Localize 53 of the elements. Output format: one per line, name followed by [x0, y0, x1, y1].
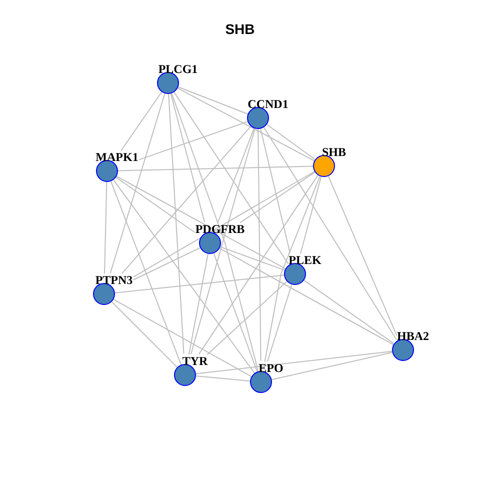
node-label: PDGFRB: [195, 223, 245, 235]
edge-line: [195, 350, 393, 374]
edge-line: [190, 128, 256, 354]
edge-line: [133, 171, 315, 278]
edge-line: [260, 128, 291, 254]
edge-line: [120, 92, 162, 152]
node-label: PTPN3: [95, 274, 133, 286]
node-label: SHB: [322, 146, 346, 158]
chart-title: SHB: [225, 21, 255, 37]
edge-line: [264, 176, 320, 362]
edge-line: [266, 124, 316, 160]
edge-line: [266, 284, 292, 362]
edge-line: [271, 352, 393, 380]
edge-line: [113, 179, 255, 374]
edge-line: [206, 280, 288, 356]
edge-line: [118, 166, 314, 172]
edge-line: [198, 174, 318, 355]
edge-line: [171, 92, 259, 372]
edge-line: [178, 86, 248, 114]
node-label: TYR: [182, 355, 208, 367]
edge-line: [113, 298, 252, 378]
edge-line: [132, 247, 201, 280]
edge-line: [110, 93, 166, 274]
edge-line: [122, 126, 252, 274]
edge-line: [168, 94, 184, 354]
edge-line: [328, 176, 398, 336]
edge-line: [217, 128, 255, 223]
edge-line: [110, 180, 182, 366]
edge-line: [213, 252, 258, 372]
edge-line: [111, 301, 178, 368]
edge-line: [116, 176, 196, 233]
edge-line: [138, 121, 248, 160]
node-label: CCND1: [248, 98, 288, 110]
edge-line: [174, 92, 289, 264]
edge-line: [219, 248, 394, 346]
node-label: PLCG1: [158, 63, 198, 75]
edge-line: [104, 182, 108, 274]
node-label: MAPK1: [96, 151, 138, 163]
edge-line: [300, 176, 322, 254]
edge-line: [258, 128, 262, 362]
edge-line: [170, 93, 206, 223]
node-label: HBA2: [397, 330, 429, 342]
edge-line: [304, 280, 394, 344]
edge-line: [116, 176, 286, 270]
edge-line: [196, 376, 250, 382]
edge-line: [220, 246, 286, 271]
edge-line: [114, 274, 285, 294]
edge-line: [263, 126, 397, 340]
edge-line: [177, 88, 315, 162]
node-label: EPO: [258, 362, 284, 374]
edge-line: [188, 253, 208, 355]
node-label: PLEK: [288, 254, 322, 266]
edge-line: [240, 172, 316, 224]
